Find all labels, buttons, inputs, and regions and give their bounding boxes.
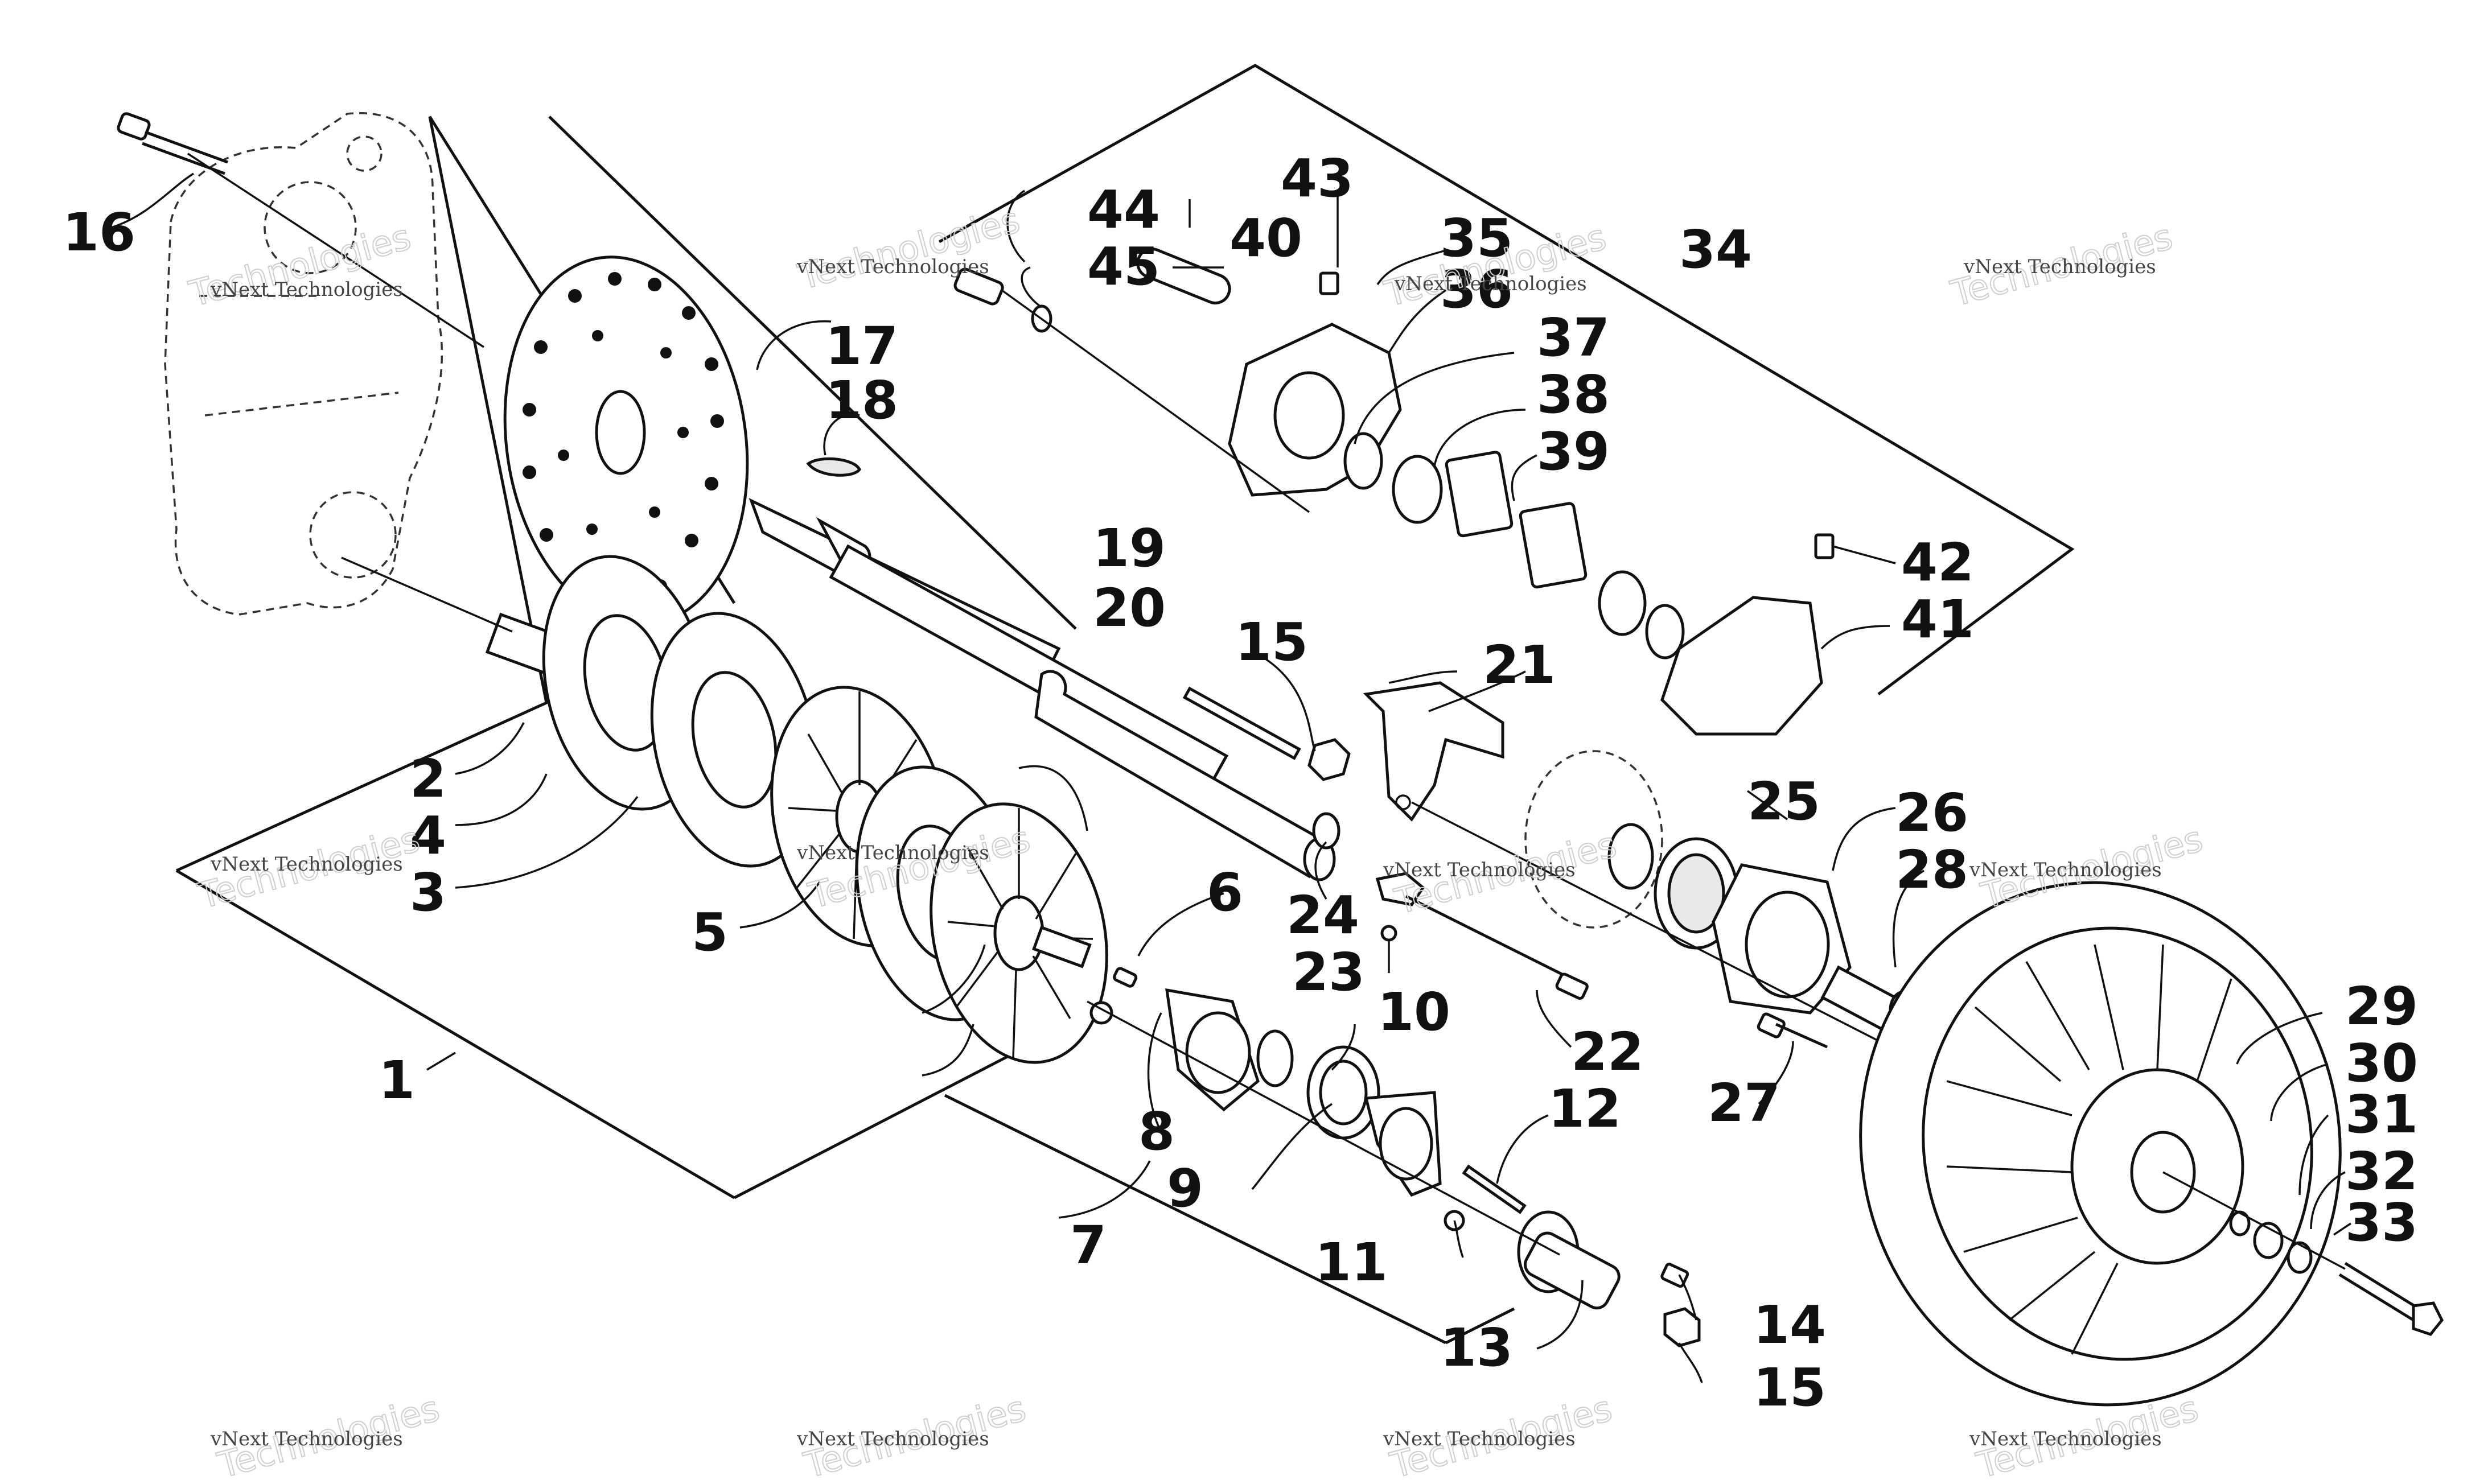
callout-13: 13 — [1440, 1317, 1513, 1378]
watermark-small: vNext Technologies — [1969, 859, 2162, 881]
watermark-small: vNext Technologies — [1383, 1428, 1576, 1450]
callout-5: 5 — [692, 902, 728, 963]
callout-9: 9 — [1167, 1158, 1203, 1219]
callout-16: 16 — [63, 202, 135, 263]
bearing-housing-right — [1411, 750, 1924, 1065]
callout-3a: 3 — [410, 862, 446, 923]
callout-21: 21 — [1483, 634, 1556, 695]
watermark-small: vNext Technologies — [210, 278, 403, 301]
callout-4a: 4 — [410, 805, 446, 866]
callout-45: 45 — [1087, 236, 1160, 297]
callout-20: 20 — [1093, 578, 1166, 638]
callout-39: 39 — [1537, 421, 1610, 482]
callout-11: 11 — [1315, 1232, 1388, 1293]
callout-26: 26 — [1895, 782, 1968, 843]
leader-lines — [110, 172, 2351, 1383]
callout-27: 27 — [1708, 1073, 1780, 1133]
callout-35: 35 — [1440, 208, 1513, 269]
callout-28: 28 — [1895, 839, 1968, 900]
callout-29: 29 — [2345, 976, 2418, 1037]
nut-15-upper — [1307, 738, 1351, 781]
callout-10: 10 — [1377, 982, 1450, 1042]
bearing-housing-assembly — [1087, 967, 1701, 1347]
callout-32: 32 — [2345, 1141, 2418, 1202]
callout-36: 36 — [1440, 259, 1513, 320]
callout-37: 37 — [1537, 307, 1610, 368]
callout-38: 38 — [1537, 364, 1610, 425]
callout-34: 34 — [1679, 219, 1752, 280]
callout-18: 18 — [825, 370, 898, 431]
callout-44: 44 — [1087, 179, 1160, 240]
callout-24: 24 — [1286, 885, 1359, 946]
callout-1: 1 — [379, 1050, 415, 1111]
watermark-small: vNext Technologies — [1383, 859, 1576, 881]
callout-33: 33 — [2345, 1192, 2418, 1253]
washer-24 — [1312, 812, 1340, 850]
callout-43: 43 — [1281, 148, 1354, 209]
watermark-small: vNext Technologies — [1394, 273, 1587, 295]
callout-22: 22 — [1571, 1021, 1644, 1082]
watermark-small: vNext Technologies — [1969, 1428, 2162, 1450]
driven-pulley-29 — [1859, 881, 2444, 1407]
callout-19: 19 — [1093, 518, 1166, 579]
callout-12: 12 — [1548, 1078, 1621, 1139]
callout-2: 2 — [410, 748, 446, 809]
callout-7: 7 — [1070, 1215, 1107, 1276]
callout-41: 41 — [1901, 589, 1974, 650]
callout-23: 23 — [1292, 942, 1365, 1003]
bracket-21 — [1363, 681, 1589, 1000]
watermark-small: vNext Technologies — [1963, 255, 2156, 278]
sprocket-stack — [341, 555, 1108, 1064]
callout-42: 42 — [1901, 532, 1974, 593]
callout-15b: 15 — [1753, 1357, 1826, 1418]
callout-15a: 15 — [1235, 612, 1308, 673]
callout-17: 17 — [825, 316, 898, 377]
watermark-small: vNext Technologies — [210, 853, 403, 876]
callout-30: 30 — [2345, 1033, 2418, 1094]
callout-25: 25 — [1747, 771, 1820, 832]
bolt-16 — [117, 112, 484, 348]
woodruff-key-18 — [806, 457, 861, 477]
brake-caliper-assembly — [953, 248, 1835, 736]
watermark-small: vNext Technologies — [796, 842, 989, 864]
callout-8: 8 — [1138, 1101, 1175, 1162]
brake-disc-17 — [503, 255, 749, 626]
watermark-small: vNext Technologies — [210, 1428, 403, 1450]
callout-14: 14 — [1753, 1295, 1826, 1355]
callout-31: 31 — [2345, 1084, 2418, 1145]
key-20 — [1182, 686, 1301, 760]
chaincase-housing — [164, 112, 443, 616]
callout-labels: 1 2 3 4 5 6 7 8 9 10 11 12 13 14 15 15 1… — [63, 148, 2418, 1418]
callout-6: 6 — [1207, 862, 1243, 923]
watermark-small: vNext Technologies — [796, 255, 989, 278]
watermark-small: vNext Technologies — [796, 1428, 989, 1450]
callout-40: 40 — [1229, 208, 1302, 269]
